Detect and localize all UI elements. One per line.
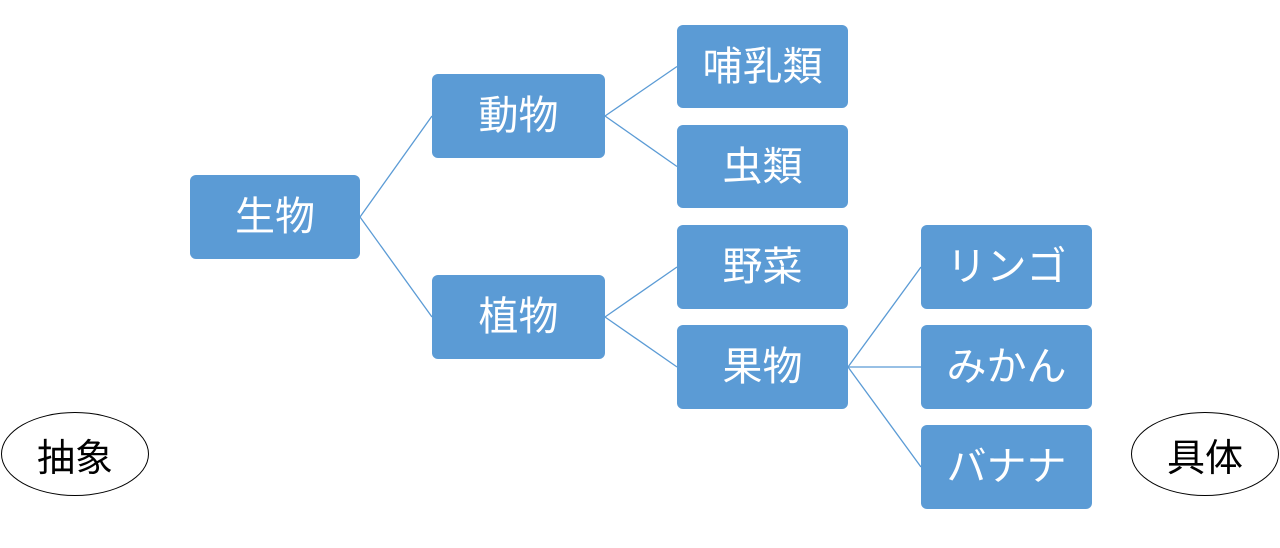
node-plant: 植物 [432,275,605,359]
node-life: 生物 [190,175,360,259]
node-animal: 動物 [432,74,605,158]
connector-plant-vegetable [604,266,678,318]
connector-fruit-apple [847,266,922,368]
connector-life-animal [359,115,433,218]
node-vegetable: 野菜 [677,225,848,309]
node-insect: 虫類 [677,125,848,208]
connector-fruit-banana [847,366,922,468]
connector-animal-insect [604,115,678,168]
node-mikan: みかん [921,325,1092,409]
node-banana: バナナ [921,425,1092,509]
node-fruit: 果物 [677,325,848,409]
connector-plant-fruit [604,316,678,368]
connector-life-plant [359,216,433,318]
concrete-label: 具体 [1131,412,1279,496]
node-apple: リンゴ [921,225,1092,309]
connector-animal-mammal [604,65,678,117]
abstract-label: 抽象 [1,412,149,496]
node-mammal: 哺乳類 [677,25,848,108]
